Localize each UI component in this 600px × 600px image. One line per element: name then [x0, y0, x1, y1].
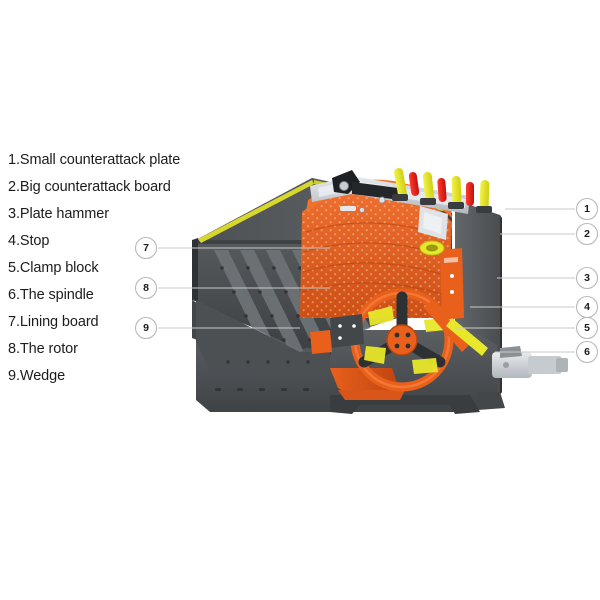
callout-circle-6	[575, 340, 599, 364]
callout-marker-6[interactable]: 6	[495, 340, 599, 364]
legend-item-2: 2.Big counterattack board	[8, 179, 171, 195]
callout-marker-7[interactable]: 7	[134, 236, 331, 260]
tension-rod-seats	[392, 194, 492, 213]
callout-label-8: 8	[143, 282, 149, 294]
hopper-left-edge	[192, 238, 198, 302]
base-foot-right	[478, 392, 505, 410]
counterattack-stud-texture	[300, 187, 452, 318]
rotor-blades	[364, 306, 446, 374]
callout-marker-8[interactable]: 8	[134, 276, 331, 300]
callout-marker-9[interactable]: 9	[134, 316, 301, 340]
discharge-lip	[338, 390, 405, 400]
hopper-skirt	[196, 300, 330, 372]
tension-rod-red-2	[437, 178, 447, 202]
legend-item-6: 6.The spindle	[8, 287, 94, 303]
callout-circle-7	[134, 236, 158, 260]
legend-item-3: 3.Plate hammer	[8, 206, 109, 222]
legend-item-5: 5.Clamp block	[8, 260, 99, 276]
callout-circle-5	[575, 316, 599, 340]
legend-item-4: 4.Stop	[8, 233, 49, 249]
callouts-right: 1 2 3 4 5 6	[455, 197, 599, 364]
callout-label-7: 7	[143, 242, 149, 254]
callout-circle-2	[575, 222, 599, 246]
machine-assembly	[192, 168, 568, 414]
callout-circle-9	[134, 316, 158, 340]
legend-item-8: 8.The rotor	[8, 341, 78, 357]
legend-item-1: 1.Small counterattack plate	[8, 152, 180, 168]
plate-hammer-highlight	[444, 257, 458, 263]
legend-item-7: 7.Lining board	[8, 314, 99, 330]
top-deck-fittings	[340, 196, 386, 213]
spindle-bolt	[503, 362, 509, 368]
tension-rod-yellow-2	[422, 171, 435, 202]
rotor-hub	[386, 324, 418, 356]
callout-circle-1	[575, 197, 599, 221]
bearing-bracket-left	[330, 314, 364, 348]
discharge-chute	[330, 368, 400, 396]
rotor-hub-bolts	[394, 332, 411, 349]
callout-marker-2[interactable]: 2	[500, 222, 599, 246]
callout-label-6: 6	[584, 346, 590, 358]
callout-marker-3[interactable]: 3	[497, 266, 599, 290]
callout-circle-3	[575, 266, 599, 290]
tension-rod-red-3	[466, 182, 474, 206]
spindle-shaft	[528, 356, 562, 374]
bracket-bolts	[338, 324, 356, 340]
tension-rod-yellow-4	[479, 180, 490, 211]
callout-label-1: 1	[584, 203, 590, 215]
spindle-housing	[492, 352, 532, 378]
wedge	[310, 330, 332, 354]
callout-marker-4[interactable]: 4	[470, 295, 599, 319]
callout-marker-5[interactable]: 5	[455, 316, 599, 340]
plate-hammer	[440, 248, 464, 320]
callout-circle-8	[134, 276, 158, 300]
legend-list: 1.Small counterattack plate 2.Big counte…	[8, 152, 180, 384]
plate-hammer-bolts	[450, 274, 454, 294]
callouts-left: 7 8 9	[134, 236, 331, 340]
spindle-end-cap	[556, 358, 568, 372]
callout-label-4: 4	[584, 301, 590, 313]
tension-rod-red-1	[408, 172, 420, 196]
linkage-pivot-pin	[339, 181, 349, 191]
linkage-rod	[352, 182, 400, 200]
clamp-block-face	[423, 212, 442, 234]
callout-label-9: 9	[143, 322, 149, 334]
tension-rod-yellow-3	[451, 175, 462, 206]
callout-label-2: 2	[584, 228, 590, 240]
hopper-skirt-rivets	[226, 360, 310, 364]
callout-label-3: 3	[584, 272, 590, 284]
tension-rod-yellow-1	[394, 168, 407, 198]
tension-rods	[392, 168, 492, 213]
callout-label-5: 5	[584, 322, 590, 334]
legend-item-9: 9.Wedge	[8, 368, 65, 384]
hopper-trim-yellow-left	[198, 180, 314, 243]
clamp-spring-core	[426, 244, 438, 252]
callout-marker-1[interactable]: 1	[505, 197, 599, 221]
